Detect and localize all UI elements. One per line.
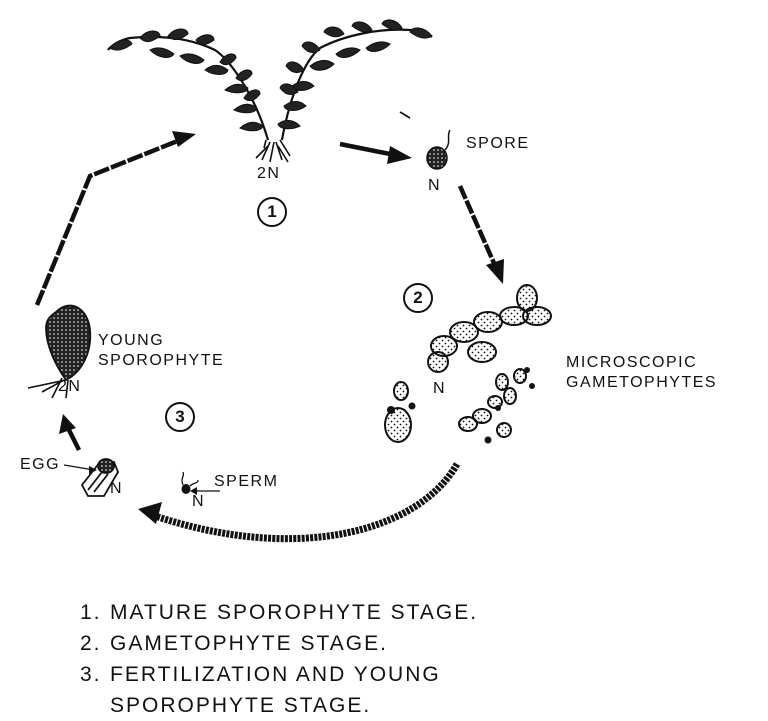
arrow-gametophytes-to-egg bbox=[150, 462, 461, 543]
gametophytes-ploidy-label: N bbox=[433, 380, 447, 397]
arrowhead-gametophytes-to-egg bbox=[138, 502, 162, 524]
spore-illustration bbox=[399, 111, 451, 170]
gametophytes-illustration bbox=[384, 284, 552, 444]
legend-number: 1. bbox=[80, 601, 102, 624]
arrow-egg-to-young bbox=[65, 426, 82, 452]
sperm-ploidy-label: N bbox=[192, 493, 206, 510]
stage-marker-3: 3 bbox=[165, 402, 195, 432]
cycle-arrows bbox=[34, 131, 504, 543]
arrowhead-spore-to-gametophytes bbox=[486, 259, 504, 284]
legend-text-continuation: SPOROPHYTE STAGE. bbox=[110, 694, 372, 717]
stage-marker-2: 2 bbox=[403, 283, 433, 313]
spore-ploidy-label: N bbox=[428, 177, 442, 194]
mature-ploidy-label: 2N bbox=[257, 165, 281, 182]
label-pointers bbox=[63, 464, 220, 495]
egg-illustration bbox=[80, 458, 119, 497]
arrowhead-young-to-mature bbox=[172, 131, 196, 147]
legend-item-3: 3. FERTILIZATION AND YOUNG SPOROPHYTE STA… bbox=[80, 659, 478, 721]
legend-number: 3. bbox=[80, 663, 102, 686]
legend-item-2: 2. GAMETOPHYTE STAGE. bbox=[80, 628, 478, 659]
young-sporophyte-label-line1: YOUNG bbox=[98, 332, 165, 349]
arrow-young-to-mature bbox=[34, 135, 186, 306]
egg-label: EGG bbox=[20, 456, 61, 473]
sperm-illustration bbox=[181, 471, 199, 494]
legend-text: MATURE SPOROPHYTE STAGE. bbox=[110, 601, 479, 624]
mature-sporophyte-illustration bbox=[107, 19, 433, 163]
young-sporophyte-illustration bbox=[27, 304, 92, 399]
arrowhead-mature-to-spore bbox=[387, 146, 412, 164]
legend-text: FERTILIZATION AND YOUNG bbox=[110, 663, 441, 686]
legend-text: GAMETOPHYTE STAGE. bbox=[110, 632, 388, 655]
legend-number: 2. bbox=[80, 632, 102, 655]
egg-ploidy-label: N bbox=[110, 480, 124, 497]
arrow-spore-to-gametophytes bbox=[457, 185, 500, 271]
stage-marker-1: 1 bbox=[257, 197, 287, 227]
young-sporophyte-label-line2: SPOROPHYTE bbox=[98, 352, 225, 369]
arrowhead-egg-to-young bbox=[59, 414, 76, 434]
sperm-label: SPERM bbox=[214, 473, 279, 490]
legend-item-1: 1. MATURE SPOROPHYTE STAGE. bbox=[80, 597, 478, 628]
young-sporophyte-ploidy-label: 2N bbox=[58, 378, 82, 395]
gametophytes-label-line1: MICROSCOPIC bbox=[566, 354, 698, 371]
spore-label: SPORE bbox=[466, 135, 530, 152]
stage-legend: 1. MATURE SPOROPHYTE STAGE. 2. GAMETOPHYTE… bbox=[80, 597, 478, 721]
gametophytes-label-line2: GAMETOPHYTES bbox=[566, 374, 718, 391]
